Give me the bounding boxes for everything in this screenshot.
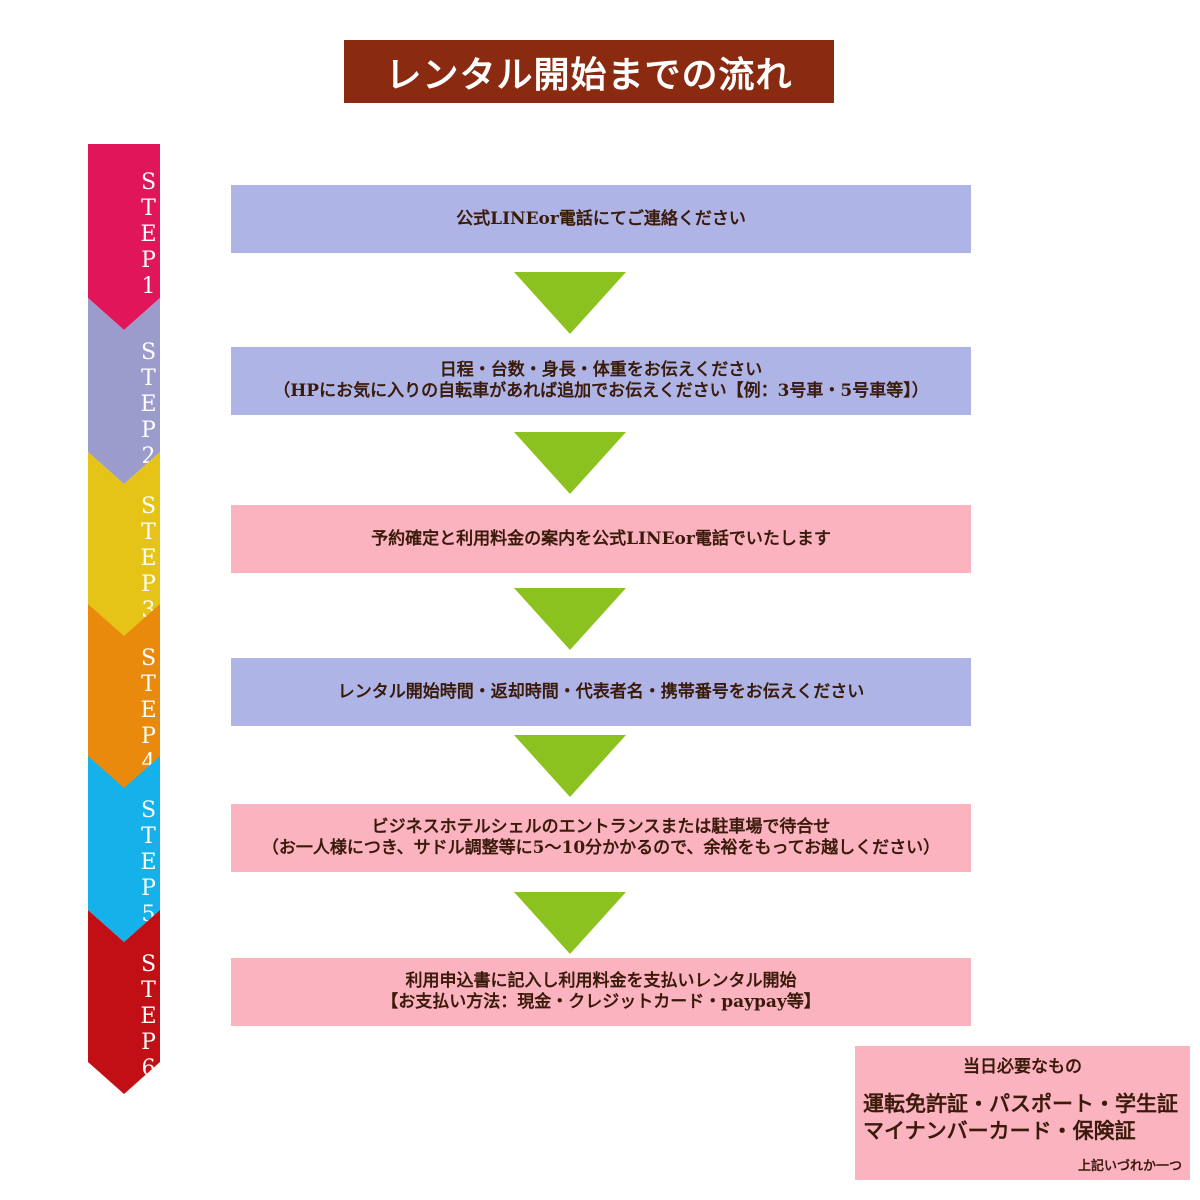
note-line-2: マイナンバーカード・保険証 xyxy=(863,1118,1136,1143)
down-arrow-5 xyxy=(514,892,626,954)
step-1-label: STEP1 xyxy=(136,170,161,300)
down-arrow-2 xyxy=(514,432,626,494)
note-footnote: 上記いづれか一つ xyxy=(1077,1159,1182,1174)
step-2-subtext: （HPにお気に入りの自転車があれば追加でお伝えください【例：3号車・5号車等】） xyxy=(273,381,929,401)
step-4-text: レンタル開始時間・返却時間・代表者名・携帯番号をお伝えください xyxy=(337,681,865,702)
down-arrow-3 xyxy=(514,588,626,650)
note-title: 当日必要なもの xyxy=(963,1057,1082,1077)
step-6-text: 利用申込書に記入し利用料金を支払いレンタル開始 xyxy=(405,971,797,991)
step-5-subtext: （お一人様につき、サドル調整等に5～10分かかるので、余裕をもってお越しください… xyxy=(261,838,941,858)
required-items-note: 当日必要なもの 運転免許証・パスポート・学生証 マイナンバーカード・保険証 上記… xyxy=(855,1046,1190,1180)
step-1-box: 公式LINEor電話にてご連絡ください xyxy=(231,185,971,253)
step-6-box: 利用申込書に記入し利用料金を支払いレンタル開始 【お支払い方法：現金・クレジット… xyxy=(231,958,971,1026)
step-5-chevron: STEP5 xyxy=(88,756,160,942)
step-4-box: レンタル開始時間・返却時間・代表者名・携帯番号をお伝えください xyxy=(231,658,971,726)
step-6-subtext: 【お支払い方法：現金・クレジットカード・paypay等】 xyxy=(381,992,821,1012)
step-5-label: STEP5 xyxy=(136,798,161,928)
note-body: 運転免許証・パスポート・学生証 マイナンバーカード・保険証 xyxy=(863,1090,1178,1144)
step-3-text: 予約確定と利用料金の案内を公式LINEor電話でいたします xyxy=(371,528,831,549)
step-1-chevron: STEP1 xyxy=(88,144,160,330)
step-3-chevron: STEP3 xyxy=(88,452,160,638)
page-title: レンタル開始までの流れ xyxy=(344,40,834,103)
step-6-label: STEP6 xyxy=(136,952,161,1082)
step-2-label: STEP2 xyxy=(136,340,161,470)
step-3-box: 予約確定と利用料金の案内を公式LINEor電話でいたします xyxy=(231,505,971,573)
down-arrow-4 xyxy=(514,735,626,797)
note-line-1: 運転免許証・パスポート・学生証 xyxy=(863,1091,1178,1116)
step-5-box: ビジネスホテルシェルのエントランスまたは駐車場で待合せ （お一人様につき、サドル… xyxy=(231,804,971,872)
step-4-label: STEP4 xyxy=(136,646,161,776)
step-2-text: 日程・台数・身長・体重をお伝えください xyxy=(439,360,763,380)
step-3-label: STEP3 xyxy=(136,494,161,624)
step-2-box: 日程・台数・身長・体重をお伝えください （HPにお気に入りの自転車があれば追加で… xyxy=(231,347,971,415)
step-5-text: ビジネスホテルシェルのエントランスまたは駐車場で待合せ xyxy=(371,817,831,837)
step-1-text: 公式LINEor電話にてご連絡ください xyxy=(456,208,746,229)
step-column: STEP1 STEP2 STEP3 STEP4 STEP5 STEP6 xyxy=(88,144,160,1094)
down-arrow-1 xyxy=(514,272,626,334)
